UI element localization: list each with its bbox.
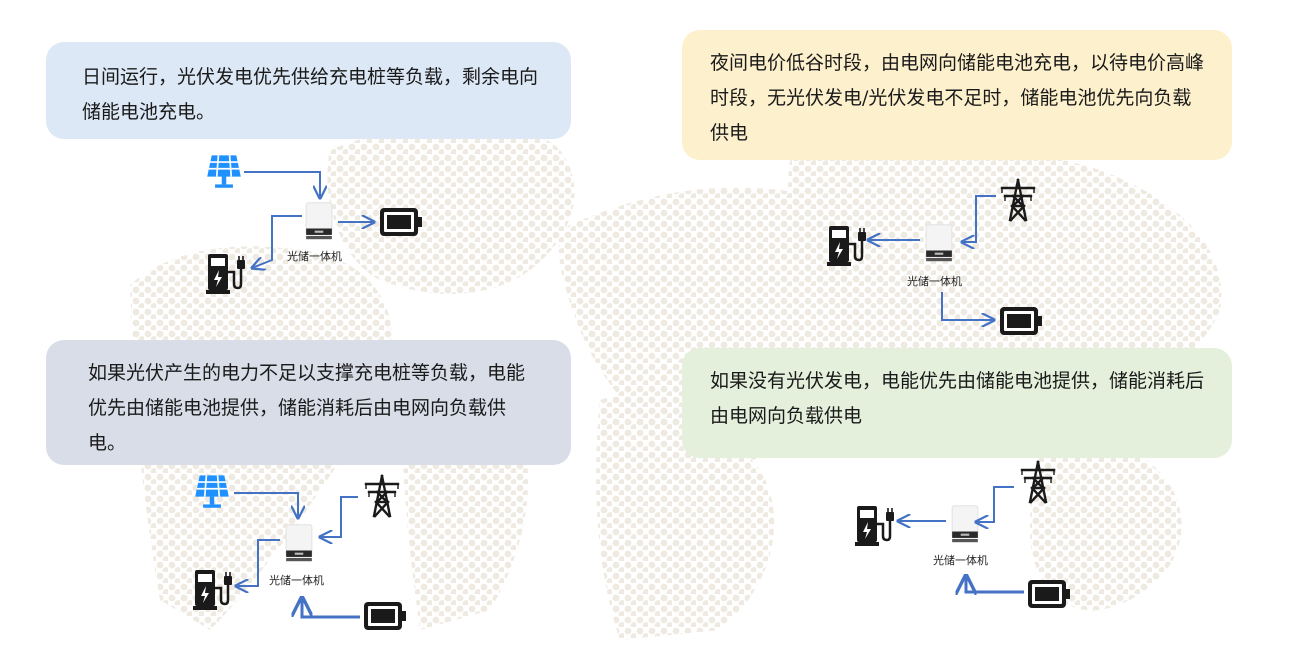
scenario-card-3: 如果光伏产生的电力不足以支撑充电桩等负载，电能优先由储能电池提供，储能消耗后由电… bbox=[46, 340, 571, 465]
scenario-text: 如果光伏产生的电力不足以支撑充电桩等负载，电能优先由储能电池提供，储能消耗后由电… bbox=[88, 362, 526, 454]
scenario-text: 日间运行，光伏发电优先供给充电桩等负载，剩余电向储能电池充电。 bbox=[82, 66, 539, 123]
scenario-card-1: 日间运行，光伏发电优先供给充电桩等负载，剩余电向储能电池充电。 bbox=[46, 42, 571, 139]
device-label: 光储一体机 bbox=[907, 275, 962, 288]
scenario-card-2: 夜间电价低谷时段，由电网向储能电池充电，以待电价高峰时段，无光伏发电/光伏发电不… bbox=[682, 30, 1232, 160]
scenario-text: 夜间电价低谷时段，由电网向储能电池充电，以待电价高峰时段，无光伏发电/光伏发电不… bbox=[710, 52, 1205, 144]
device-label: 光储一体机 bbox=[933, 554, 988, 567]
scenario-card-4: 如果没有光伏发电，电能优先由储能电池提供，储能消耗后由电网向负载供电 bbox=[682, 348, 1232, 458]
device-label: 光储一体机 bbox=[287, 250, 342, 263]
device-label: 光储一体机 bbox=[269, 574, 324, 587]
scenario-text: 如果没有光伏发电，电能优先由储能电池提供，储能消耗后由电网向负载供电 bbox=[710, 370, 1205, 427]
